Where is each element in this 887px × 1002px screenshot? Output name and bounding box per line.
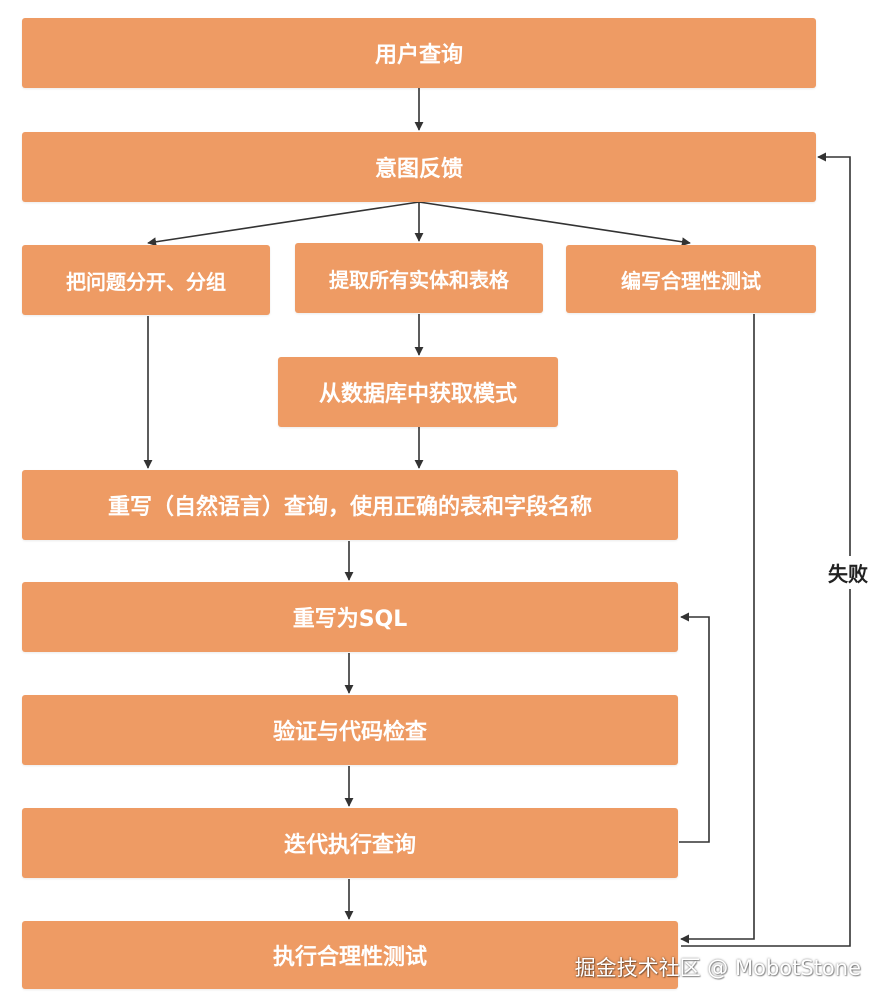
arrow-failure-to-feedback [681,152,851,947]
node-user-query: 用户查询 [22,18,816,88]
node-rewrite-nl: 重写（自然语言）查询，使用正确的表和字段名称 [22,470,678,540]
arrow-iterate-loop-to-sql [679,612,710,843]
node-validate-check: 验证与代码检查 [22,695,678,765]
node-write-tests: 编写合理性测试 [566,245,816,313]
node-split-group: 把问题分开、分组 [22,245,270,315]
node-extract-entities: 提取所有实体和表格 [295,243,543,313]
node-iterate-execute: 迭代执行查询 [22,808,678,878]
arrow-feedback-to-split [147,201,420,247]
node-run-tests: 执行合理性测试 [22,921,678,989]
arrow-tests-to-run [680,314,755,944]
watermark: 掘金技术社区 @ MobotStone [574,956,861,980]
node-get-schema: 从数据库中获取模式 [278,357,558,427]
edge-label-failure: 失败 [828,556,868,589]
node-intent-feedback: 意图反馈 [22,132,816,202]
arrow-feedback-to-tests [418,201,691,247]
node-rewrite-sql: 重写为SQL [22,582,678,652]
